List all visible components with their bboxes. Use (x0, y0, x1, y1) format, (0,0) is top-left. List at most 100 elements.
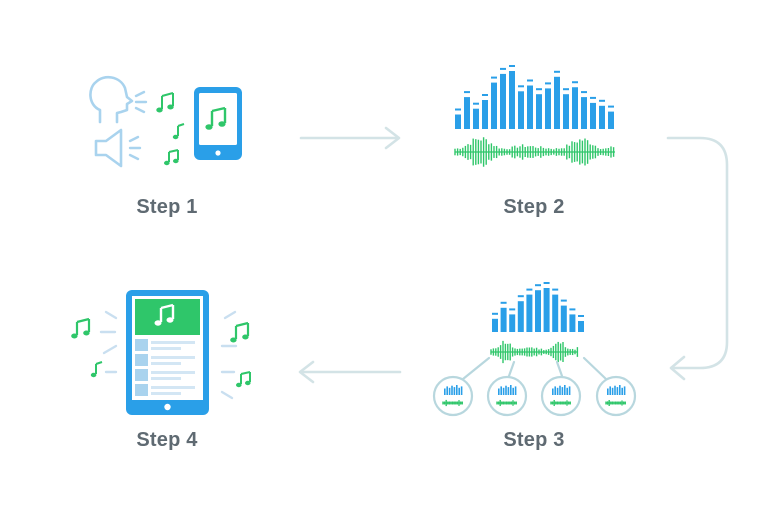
spectrum-peak (536, 88, 542, 91)
spectrum-peak (599, 99, 605, 102)
segment-circle (595, 375, 637, 417)
step1-illustration (89, 75, 242, 168)
mini-bar (616, 387, 619, 395)
spectrum-peak (482, 94, 488, 96)
step-3-label: Step 3 (503, 429, 565, 451)
spectrum-bar (599, 105, 605, 129)
spectrum-bar (526, 294, 533, 332)
mini-bar (500, 386, 502, 395)
spectrum-peak (590, 96, 596, 99)
mini-bar (623, 386, 626, 395)
mini-bar (552, 388, 554, 395)
mini-bar (609, 386, 611, 395)
mini-bar (566, 387, 568, 395)
mini-bar (456, 385, 458, 395)
mini-bar (460, 386, 463, 395)
mini-bar (446, 386, 448, 395)
waveform-icon (490, 340, 579, 364)
spectrum-peak (500, 301, 507, 304)
spectrum-bars-icon (455, 65, 614, 129)
spectrum-bar (491, 82, 497, 129)
spectrum-bar (590, 102, 596, 129)
speaking-head-icon (89, 75, 134, 124)
segment-circle (486, 375, 528, 417)
music-note-icon (164, 149, 179, 166)
split-segment-icon (486, 375, 528, 417)
spectrum-bar (473, 108, 479, 129)
mini-bar (505, 385, 507, 395)
spectrum-bar (509, 314, 516, 332)
waveform-icon (454, 137, 615, 167)
music-note-icon (236, 371, 251, 388)
music-note-icon (71, 317, 91, 339)
spectrum-peak (464, 91, 470, 94)
spectrum-peak (491, 76, 497, 79)
mini-bar (458, 387, 460, 395)
mini-bar (498, 388, 500, 395)
spectrum-bar (500, 307, 507, 332)
arrow-step3-to-step4 (298, 360, 402, 384)
spectrum-peak (552, 288, 559, 291)
sound-lines-head (134, 90, 148, 114)
split-segment-icon (540, 375, 582, 417)
mini-bar (568, 386, 571, 395)
spectrum-bar (527, 85, 533, 129)
spectrum-bar (552, 294, 559, 332)
spectrum-peak (543, 282, 550, 284)
segment-connectors (461, 356, 608, 381)
spectrum-peak (578, 315, 584, 317)
spectrum-bar (569, 314, 576, 332)
spectrum-peak (560, 299, 567, 302)
spectrum-peak (509, 308, 516, 311)
spectrum-bar (543, 288, 550, 332)
spectrum-peak (535, 284, 541, 287)
mini-bar (554, 386, 556, 395)
spectrum-bar (560, 305, 567, 332)
spectrum-bar (578, 321, 584, 332)
phone-icon (194, 87, 242, 160)
spectrum-bar (500, 73, 506, 129)
tablet-playlist-icon (126, 290, 209, 415)
speaker-icon (94, 128, 123, 168)
step-4-label: Step 4 (136, 429, 198, 451)
mini-bar (559, 385, 561, 395)
step4-illustration (71, 290, 251, 415)
mini-bar (510, 385, 512, 395)
music-note-icon (90, 361, 103, 378)
arrow-step2-to-step3 (666, 136, 729, 381)
spectrum-bar (455, 114, 461, 129)
mini-bar (507, 387, 510, 395)
step-2-label: Step 2 (503, 196, 565, 218)
spectrum-bar (554, 76, 560, 129)
spectrum-peak (517, 295, 524, 298)
spectrum-bar (545, 88, 551, 129)
spectrum-bar (464, 97, 470, 129)
spectrum-bar (608, 111, 614, 129)
spectrum-bar (581, 97, 587, 129)
mini-bar (502, 387, 505, 395)
mini-bar (614, 385, 616, 395)
spectrum-bar (572, 87, 578, 129)
spectrum-bar (509, 71, 515, 129)
spectrum-bar (517, 301, 524, 332)
spectrum-peak (473, 102, 479, 105)
mini-bar (444, 388, 446, 395)
radiating-lines (99, 310, 238, 400)
spectrum-bar (492, 318, 498, 332)
spectrum-peak (572, 81, 578, 84)
spectrum-peak (554, 70, 560, 73)
spectrum-peak (500, 67, 506, 70)
mini-bar (611, 387, 614, 395)
spectrum-peak (545, 82, 551, 85)
split-segment-icon (595, 375, 637, 417)
mini-bar (607, 388, 609, 395)
spectrum-bar (536, 94, 542, 129)
mini-bar (514, 386, 517, 395)
mini-bar (512, 387, 514, 395)
mini-bar (619, 385, 621, 395)
spectrum-bars-icon (492, 282, 584, 332)
mini-bar (448, 387, 451, 395)
segment-circle (540, 375, 582, 417)
sound-lines-speaker (128, 135, 142, 161)
split-segment-icon (432, 375, 474, 417)
